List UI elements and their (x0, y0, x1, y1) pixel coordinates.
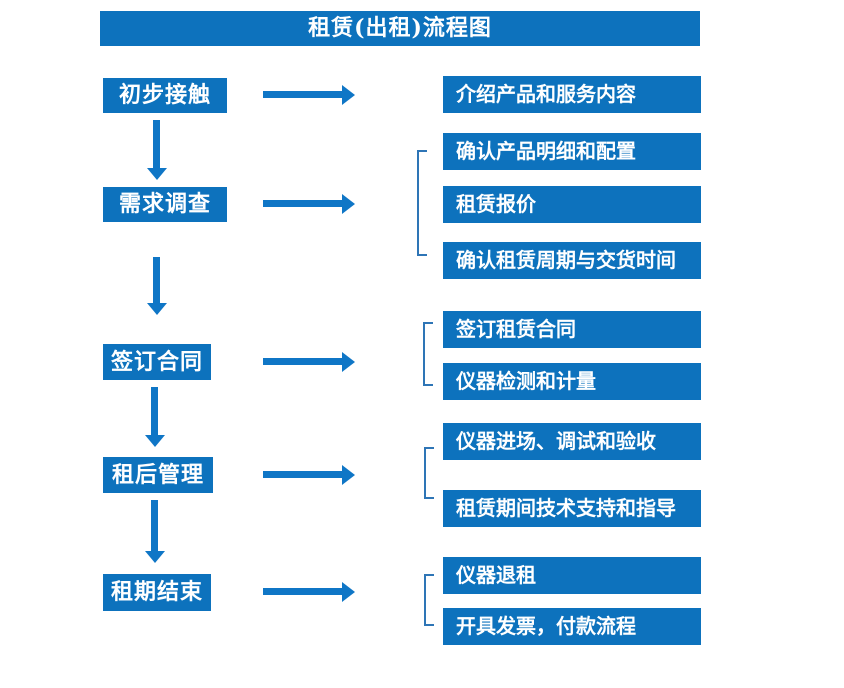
arrow-shaft (263, 200, 343, 207)
group-bracket (424, 574, 434, 626)
down-arrow-connector (147, 120, 167, 180)
group-bracket (417, 150, 427, 256)
arrow-head-icon (342, 582, 355, 602)
output-box: 仪器退租 (443, 557, 701, 594)
stage-box-sign-contract: 签订合同 (103, 344, 211, 380)
right-arrow-connector (263, 465, 355, 485)
arrow-head-icon (147, 303, 167, 315)
right-arrow-connector (263, 85, 355, 105)
right-arrow-connector (263, 352, 355, 372)
output-box: 仪器检测和计量 (443, 363, 701, 400)
stage-box-post-rental-management: 租后管理 (103, 457, 213, 493)
stage-box-rental-end: 租期结束 (103, 574, 211, 611)
stage-box-initial-contact: 初步接触 (103, 78, 227, 113)
arrow-shaft (153, 120, 160, 169)
right-arrow-connector (263, 194, 355, 214)
arrow-head-icon (342, 194, 355, 214)
arrow-head-icon (145, 435, 165, 447)
output-box: 签订租赁合同 (443, 311, 701, 348)
arrow-shaft (263, 358, 343, 365)
right-arrow-connector (263, 582, 355, 602)
output-box: 确认产品明细和配置 (443, 133, 701, 170)
arrow-shaft (263, 91, 343, 98)
arrow-head-icon (342, 465, 355, 485)
down-arrow-connector (145, 500, 165, 563)
output-box: 开具发票，付款流程 (443, 608, 701, 645)
output-box: 租赁期间技术支持和指导 (443, 490, 701, 527)
arrow-head-icon (342, 85, 355, 105)
arrow-shaft (263, 588, 343, 595)
arrow-head-icon (145, 551, 165, 563)
arrow-shaft (151, 387, 158, 436)
arrow-head-icon (342, 352, 355, 372)
output-box: 仪器进场、调试和验收 (443, 423, 701, 460)
output-box: 确认租赁周期与交货时间 (443, 242, 701, 279)
arrow-shaft (263, 471, 343, 478)
group-bracket (423, 322, 433, 386)
down-arrow-connector (147, 257, 167, 315)
arrow-shaft (151, 500, 158, 552)
output-box: 介绍产品和服务内容 (443, 76, 701, 113)
down-arrow-connector (145, 387, 165, 447)
flow-title-banner: 租赁(出租)流程图 (100, 11, 700, 46)
arrow-head-icon (147, 168, 167, 180)
arrow-shaft (153, 257, 160, 304)
stage-box-requirement-survey: 需求调查 (103, 187, 227, 222)
output-box: 租赁报价 (443, 186, 701, 223)
group-bracket (424, 447, 434, 499)
